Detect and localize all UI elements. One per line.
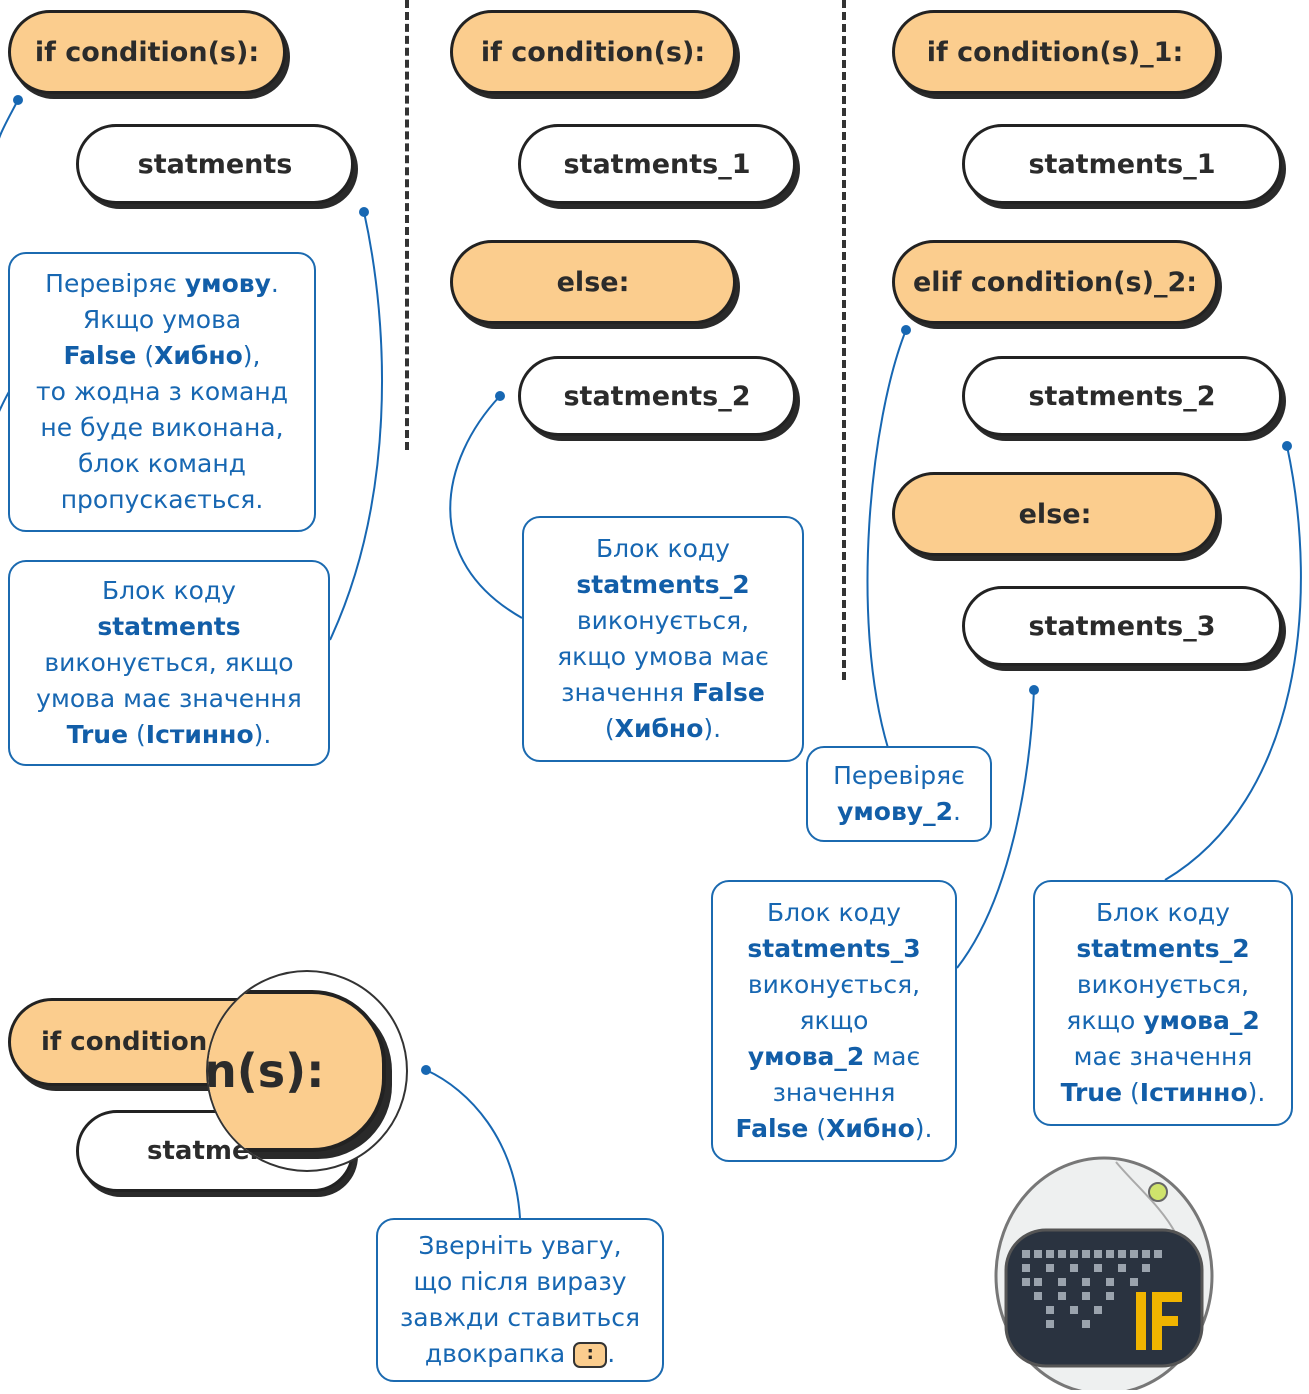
statments-1-pill-3: statments_1 xyxy=(962,124,1282,204)
note-check-condition-2: Перевіряє умову_2. xyxy=(806,746,992,842)
robot-illustration xyxy=(986,1146,1222,1394)
column-separator-1 xyxy=(405,0,409,450)
elif-condition-2-pill: elif condition(s)_2: xyxy=(892,240,1218,324)
statments-1-pill-2: statments_1 xyxy=(518,124,796,204)
column-separator-2 xyxy=(842,0,846,680)
statments-3-pill: statments_3 xyxy=(962,586,1282,666)
note-block-statments-3: Блок коду statments_3 виконується, якщо … xyxy=(711,880,957,1162)
else-pill-3: else: xyxy=(892,472,1218,556)
note-block-statments-2-true: Блок коду statments_2 виконується, якщо … xyxy=(1033,880,1293,1126)
magnified-text: n(s): xyxy=(206,1044,325,1098)
if-condition-1-pill: if condition(s)_1: xyxy=(892,10,1218,94)
statments-2-pill-3: statments_2 xyxy=(962,356,1282,436)
magnifier-lens: n(s): xyxy=(206,970,408,1172)
if-condition-pill: if condition(s): xyxy=(8,10,286,94)
colon-key-icon: : xyxy=(573,1342,608,1368)
statments-pill: statments xyxy=(76,124,354,204)
statments-label: statments xyxy=(137,148,293,180)
note-block-statments: Блок коду statments виконується, якщо ум… xyxy=(8,560,330,766)
note-check-condition: Перевіряє умову. Якщо умова False (Хибно… xyxy=(8,252,316,532)
note-block-statments-2: Блок коду statments_2 виконується, якщо … xyxy=(522,516,804,762)
if-condition-pill-2: if condition(s): xyxy=(450,10,736,94)
statments-2-pill-2: statments_2 xyxy=(518,356,796,436)
note-colon: Зверніть увагу, що після виразу завжди с… xyxy=(376,1218,664,1382)
if-condition-label: if condition(s): xyxy=(34,36,260,68)
else-pill-2: else: xyxy=(450,240,736,324)
